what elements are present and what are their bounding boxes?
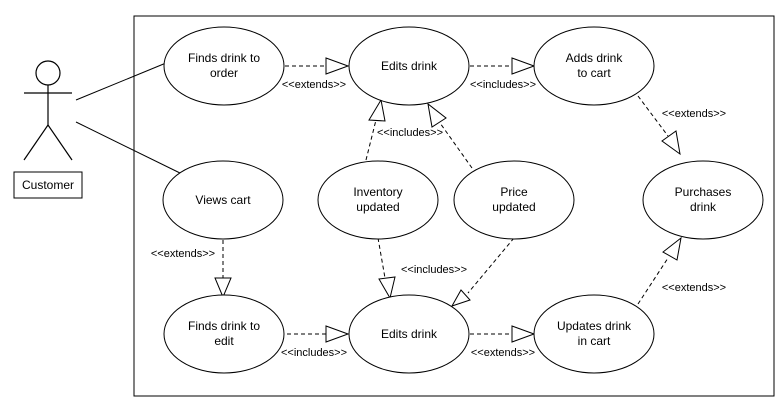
system-boundary xyxy=(133,15,775,397)
arrowhead xyxy=(214,277,232,299)
association-line-order xyxy=(75,62,167,101)
use-case-label: Updates drink xyxy=(557,319,632,333)
use-case-label: Edits drink xyxy=(381,59,438,73)
rel-line-price-edit-top xyxy=(439,122,473,169)
rel-line-updates-purchase xyxy=(637,257,669,305)
use-case-label: in cart xyxy=(578,334,611,348)
use-case-edits-drink-bottom[interactable]: Edits drink xyxy=(348,294,470,374)
use-case-inventory-updated[interactable]: Inventory updated xyxy=(317,160,439,240)
rel-label-edit-cart: <<includes>> xyxy=(470,79,536,91)
arrowhead xyxy=(368,98,386,122)
arrowhead xyxy=(378,276,396,300)
rel-label-cart-purchase: <<extends>> xyxy=(662,108,726,120)
rel-line-inventory-edit-top xyxy=(365,119,377,161)
actor-head xyxy=(35,60,61,86)
arrowhead xyxy=(325,325,350,343)
use-case-label: to cart xyxy=(577,66,611,80)
use-case-finds-drink-to-edit[interactable]: Finds drink to edit xyxy=(163,294,285,374)
arrowhead xyxy=(662,236,682,261)
use-case-updates-drink-in-cart[interactable]: Updates drink in cart xyxy=(533,294,655,374)
use-case-label: Views cart xyxy=(195,193,251,207)
rel-label-updates-purchase: <<extends>> xyxy=(662,282,726,294)
rel-line-inventory-edit-bottom xyxy=(377,237,386,279)
arrowhead xyxy=(427,102,447,128)
use-case-price-updated[interactable]: Price updated xyxy=(453,160,575,240)
use-case-label: edit xyxy=(214,334,234,348)
use-case-edits-drink-top[interactable]: Edits drink xyxy=(348,26,470,106)
actor-customer[interactable]: Customer xyxy=(13,60,83,199)
use-case-label: order xyxy=(210,66,238,80)
rel-label-order-edit: <<extends>> xyxy=(282,79,346,91)
use-case-label: Price xyxy=(500,185,528,199)
use-case-label: updated xyxy=(356,200,399,214)
association-line-viewcart xyxy=(75,121,183,175)
rel-line-price-edit-bottom xyxy=(467,237,515,294)
use-case-views-cart[interactable]: Views cart xyxy=(162,160,284,240)
use-case-adds-drink-to-cart[interactable]: Adds drink to cart xyxy=(533,26,655,106)
rel-label-inventory-price-top: <<includes>> xyxy=(377,127,443,139)
use-case-label: Adds drink xyxy=(566,51,624,65)
arrowhead xyxy=(511,325,536,343)
rel-label-findedit-edit: <<includes>> xyxy=(281,347,347,359)
use-case-purchases-drink[interactable]: Purchases drink xyxy=(642,160,764,240)
actor-label: Customer xyxy=(22,178,74,192)
use-case-finds-drink-to-order[interactable]: Finds drink to order xyxy=(163,26,285,106)
arrowhead xyxy=(325,57,350,75)
use-case-label: Edits drink xyxy=(381,327,438,341)
use-case-label: Finds drink to xyxy=(188,319,260,333)
use-case-label: Inventory xyxy=(353,185,402,199)
actor-label-box xyxy=(13,171,83,199)
use-case-label: updated xyxy=(492,200,535,214)
rel-label-inventory-price-bottom: <<includes>> xyxy=(401,264,467,276)
rel-label-viewcart-findedit: <<extends>> xyxy=(151,248,215,260)
rel-label-edit-updates: <<extends>> xyxy=(471,347,535,359)
rel-line-cart-purchase xyxy=(637,95,669,137)
use-case-label: drink xyxy=(690,200,717,214)
arrowhead xyxy=(661,130,681,156)
use-case-label: Purchases xyxy=(675,185,732,199)
use-case-label: Finds drink to xyxy=(188,51,260,65)
arrowhead xyxy=(450,289,471,307)
arrowhead xyxy=(511,57,536,75)
